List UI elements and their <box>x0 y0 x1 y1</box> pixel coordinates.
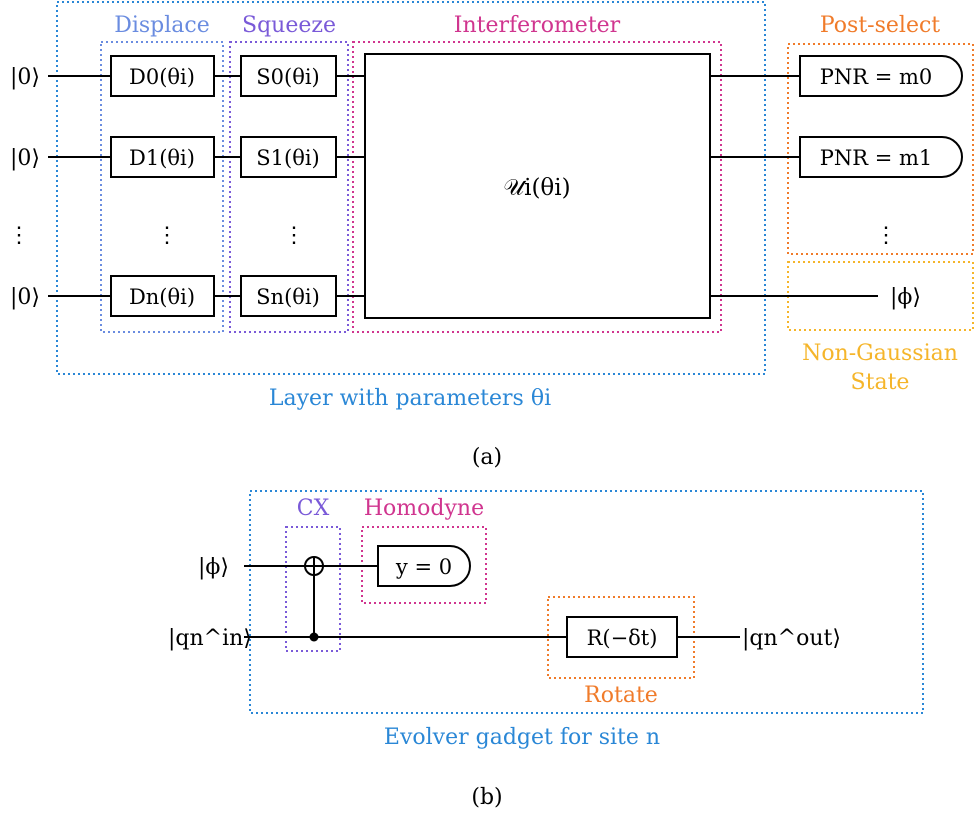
d1-label: D1(θi) <box>129 146 195 170</box>
displace-label: Displace <box>114 13 210 38</box>
unitary-gate <box>364 53 711 319</box>
rotation-gate <box>566 616 678 658</box>
pnr1-detector <box>799 136 963 178</box>
interferometer-label: Interferometer <box>454 13 621 38</box>
wires-a <box>48 75 878 297</box>
vdots-s: ⋮ <box>283 223 305 248</box>
cx-box <box>285 526 341 652</box>
postselect-box <box>787 43 974 255</box>
layer-label: Layer with parameters θi <box>269 386 551 411</box>
postselect-label: Post-select <box>820 13 940 38</box>
panel-a-text: |0⟩ |0⟩ |0⟩ ⋮ ⋮ ⋮ ⋮ Displace Squeeze Int… <box>8 13 958 470</box>
s1-gate <box>240 136 337 178</box>
measure-label: y = 0 <box>395 555 452 579</box>
cx-label: CX <box>297 496 330 521</box>
gadget-label: Evolver gadget for site n <box>384 725 660 750</box>
s1-label: S1(θi) <box>256 146 320 170</box>
squeeze-label: Squeeze <box>242 13 336 38</box>
caption-b: (b) <box>471 785 502 810</box>
homodyne-detector <box>377 545 471 587</box>
input-phi-ket: |ϕ⟩ <box>198 555 229 580</box>
panel-a <box>48 1 974 375</box>
vdots-left: ⋮ <box>8 223 30 248</box>
rotate-label: Rotate <box>584 683 658 708</box>
panel-b-text: |ϕ⟩ |qn^in⟩ |qn^out⟩ CX Homodyne Rotate … <box>168 496 841 810</box>
output-q-ket: |qn^out⟩ <box>742 626 841 651</box>
interferometer-box <box>352 41 722 333</box>
ket-0-bot: |0⟩ <box>10 285 40 310</box>
ket-0-mid: |0⟩ <box>10 146 40 171</box>
unitary-label: 𝒰i(θi) <box>503 175 570 201</box>
homodyne-label: Homodyne <box>364 496 484 521</box>
vdots-pnr: ⋮ <box>875 223 897 248</box>
input-q-ket: |qn^in⟩ <box>168 626 252 651</box>
caption-a: (a) <box>472 445 502 470</box>
gadget-box <box>249 490 924 714</box>
dn-label: Dn(θi) <box>129 285 195 309</box>
nongaussian-label-1: Non-Gaussian <box>802 341 958 366</box>
displace-box <box>100 41 224 333</box>
squeeze-box <box>229 41 349 333</box>
dn-gate <box>110 275 215 317</box>
s0-label: S0(θi) <box>256 65 320 89</box>
sn-label: Sn(θi) <box>256 285 320 309</box>
sn-gate <box>240 275 337 317</box>
d0-label: D0(θi) <box>129 65 195 89</box>
nongaussian-label-2: State <box>851 370 910 395</box>
ket-0-top: |0⟩ <box>10 65 40 90</box>
vdots-d: ⋮ <box>156 223 178 248</box>
d0-gate <box>110 55 215 97</box>
pnr0-detector <box>799 55 963 97</box>
d1-gate <box>110 136 215 178</box>
cx-control-dot <box>309 632 319 642</box>
s0-gate <box>240 55 337 97</box>
rotation-label: R(−δt) <box>587 626 658 650</box>
panel-b <box>244 490 924 714</box>
pnr1-label: PNR = m1 <box>820 146 933 170</box>
pnr0-label: PNR = m0 <box>820 65 933 89</box>
output-phi-ket: |ϕ⟩ <box>890 285 921 310</box>
